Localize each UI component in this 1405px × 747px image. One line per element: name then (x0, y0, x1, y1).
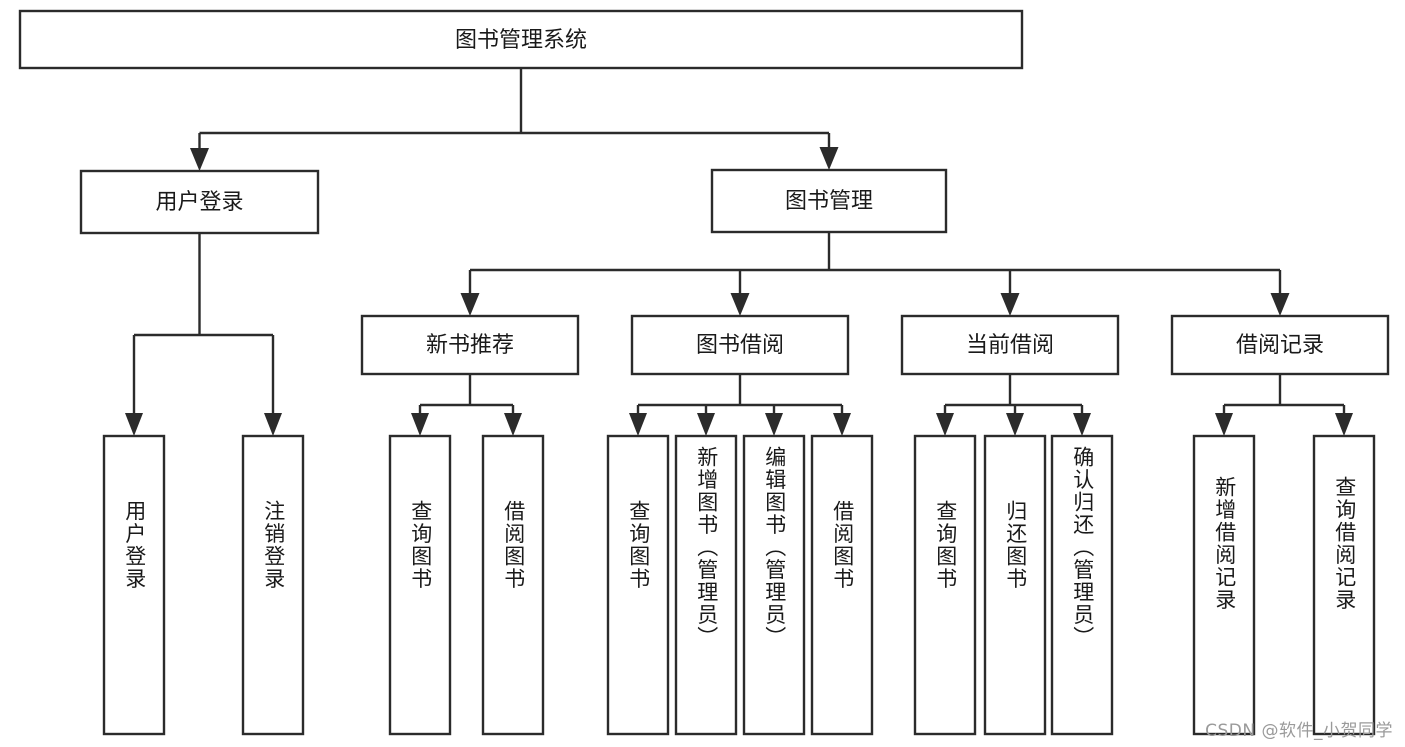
node-box-leaf-borrow-book-rec[interactable] (481, 434, 545, 736)
csdn-watermark: CSDN @软件_小贺同学 (1205, 721, 1393, 741)
node-box-book-borrow[interactable] (630, 314, 850, 376)
node-box-leaf-query-book-borrow[interactable] (606, 434, 670, 736)
arrow-head-leaf-confirm-return-admin (1073, 413, 1091, 436)
node-layer: 图书管理系统 用户登录 图书管理 新书推荐 图书借阅 当前借阅 借阅记录 (18, 9, 1390, 736)
arrow-head-leaf-borrow-book-rec (504, 413, 522, 436)
node-label-book-borrow: 图书借阅 (696, 333, 784, 358)
node-box-leaf-borrow-book[interactable] (810, 434, 874, 736)
arrow-head-leaf-return-book (1006, 413, 1024, 436)
node-box-root[interactable] (18, 9, 1024, 70)
arrow-head-leaf-edit-book-admin (765, 413, 783, 436)
arrow-head-bookborrow (730, 293, 750, 316)
node-box-leaf-edit-book-admin[interactable] (742, 434, 806, 736)
node-box-leaf-logout[interactable] (241, 434, 305, 736)
node-box-leaf-return-book[interactable] (983, 434, 1047, 736)
node-box-leaf-add-book-admin[interactable] (674, 434, 738, 736)
node-box-borrow-records[interactable] (1170, 314, 1390, 376)
arrow-head-leaf-query-book-current (936, 413, 954, 436)
arrow-head-leaf-query-book-borrow (629, 413, 647, 436)
arrow-head-leaf-logout (264, 413, 282, 436)
arrow-head-book-mgmt (819, 147, 839, 170)
node-box-leaf-user-login[interactable] (102, 434, 166, 736)
node-label-book-management: 图书管理 (785, 189, 873, 214)
connector-layer (125, 68, 1353, 436)
node-label-new-book-recommend: 新书推荐 (426, 333, 514, 358)
node-label-current-borrow: 当前借阅 (966, 333, 1054, 358)
arrow-head-user-login (190, 148, 209, 171)
node-box-book-management[interactable] (710, 168, 948, 234)
arrow-head-leaf-add-book-admin (697, 413, 715, 436)
node-label-user-login: 用户登录 (155, 190, 243, 215)
arrow-head-newbook (460, 293, 480, 316)
node-box-new-book-recommend[interactable] (360, 314, 580, 376)
node-box-leaf-query-book-current[interactable] (913, 434, 977, 736)
node-box-user-login[interactable] (79, 169, 320, 235)
node-box-leaf-confirm-return-admin[interactable] (1050, 434, 1114, 736)
arrow-head-leaf-query-borrow-record (1335, 413, 1353, 436)
node-label-root: 图书管理系统 (455, 28, 587, 53)
node-box-leaf-add-borrow-record[interactable] (1192, 434, 1256, 736)
arrow-head-leaf-user-login (125, 413, 143, 436)
node-label-borrow-records: 借阅记录 (1236, 333, 1324, 358)
node-box-leaf-query-book-rec[interactable] (388, 434, 452, 736)
arrow-head-borrowrecords (1270, 293, 1290, 316)
node-box-current-borrow[interactable] (900, 314, 1120, 376)
arrow-head-leaf-add-borrow-record (1215, 413, 1233, 436)
arrow-head-leaf-query-book-rec (411, 413, 429, 436)
node-box-leaf-query-borrow-record[interactable] (1312, 434, 1376, 736)
arrow-head-currentborrow (1000, 293, 1020, 316)
arrow-head-leaf-borrow-book (833, 413, 851, 436)
